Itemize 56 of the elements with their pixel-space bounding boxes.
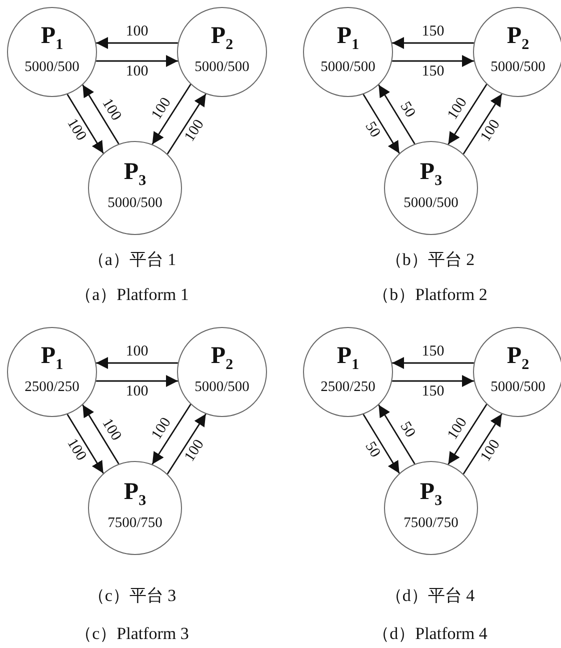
node-title: P$_{3}$ [124,159,146,185]
node-title: P$_{1}$ [336,23,360,49]
node-title: P$_{1}$ [336,343,360,369]
node-title: P$_{2}$ [210,23,234,49]
caption: （c）平台 3 [88,586,176,606]
arrow [362,94,400,154]
node-value: 7500/750 [108,515,162,531]
node-value: 5000/500 [24,59,80,75]
node-title: P$_{2}$ [210,343,234,369]
caption: （b）平台 2 [385,250,475,270]
node-value: 5000/500 [194,379,250,395]
node-title: P$_{3}$ [420,159,442,185]
arrow [378,84,416,144]
arrow [166,94,206,154]
arrow [462,414,502,474]
arrow [392,375,474,387]
node-value: 5000/500 [320,59,376,75]
arrow [152,84,192,145]
arrow [66,414,104,474]
node-title: P$_{1}$ [40,23,64,49]
node-value: 5000/500 [404,195,458,211]
node-title: P$_{3}$ [124,479,146,505]
node-title: P$_{1}$ [40,343,64,369]
arrow [152,404,192,465]
node-value: 5000/500 [490,59,546,75]
arrow [96,357,178,369]
arrow [362,414,400,474]
node-title: P$_{2}$ [506,343,530,369]
caption: （a）Platform 1 [75,285,189,305]
arrow [448,404,488,465]
node-value: 7500/750 [404,515,458,531]
caption: （d）平台 4 [385,586,475,606]
node-title: P$_{2}$ [506,23,530,49]
arrow [392,37,474,49]
arrow [392,55,474,67]
arrow [96,37,178,49]
arrow [392,357,474,369]
arrow [166,414,206,474]
arrow [448,84,488,145]
node-value: 5000/500 [194,59,250,75]
caption: （a）平台 1 [88,250,176,270]
node-value: 2500/250 [24,379,80,395]
arrow [82,84,120,144]
arrow [96,55,178,67]
node-title: P$_{3}$ [420,479,442,505]
caption: （c）Platform 3 [75,624,189,644]
arrow [96,375,178,387]
node-value: 5000/500 [490,379,546,395]
caption: （b）Platform 2 [372,285,488,305]
arrow [378,404,416,464]
caption: （d）Platform 4 [372,624,488,644]
arrow [462,94,502,154]
arrow [66,94,104,154]
arrow [82,404,120,464]
node-value: 2500/250 [320,379,376,395]
node-value: 5000/500 [108,195,162,211]
